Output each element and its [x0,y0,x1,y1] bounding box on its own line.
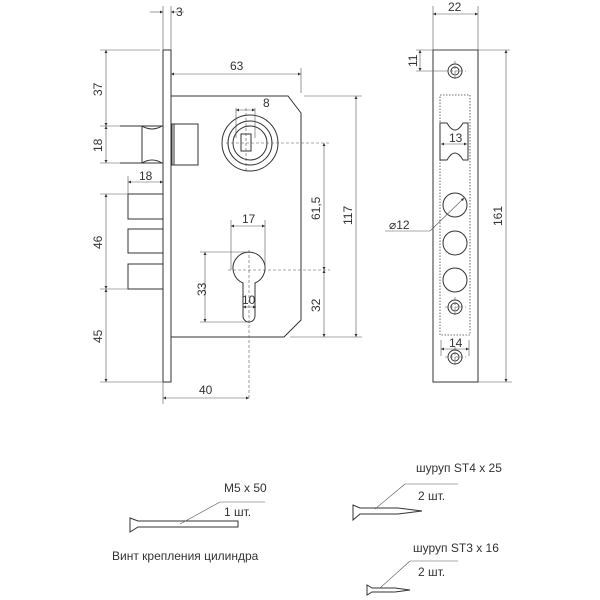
latch-opening [439,122,469,161]
dim-faceplate-thickness: 3 [176,5,183,19]
bolt-hole [442,192,468,218]
dim-backset: 40 [199,383,213,397]
dim-screw-offset: 11 [406,54,420,67]
dim-screw-spacing: 14 [449,336,463,350]
bolt-hole [442,267,468,293]
accessory-qty: 2 шт. [418,489,445,503]
latch-bolt [120,123,199,166]
dim-plate-length: 161 [491,206,505,226]
accessory-screw-st3x16: шуруп ST3 x 16 2 шт. [366,541,499,596]
dim-bolts-span: 46 [91,235,105,249]
dim-hole-diameter: ⌀12 [389,218,410,232]
dim-body-height: 117 [341,206,355,225]
bolt-hole [442,230,468,256]
dim-latch-height: 18 [91,138,105,152]
dim-cylinder-height: 33 [195,282,209,296]
spindle-hub: 8 [221,96,330,172]
screw-hole [445,297,466,317]
dim-cylinder-width: 17 [242,212,256,226]
accessory-name: шуруп ST4 x 25 [416,461,502,475]
accessory-screw-st4x25: шуруп ST4 x 25 2 шт. [352,461,502,522]
accessory-qty: 2 шт. [418,565,445,579]
dim-body-depth: 63 [230,59,244,73]
accessory-cylinder-screw: M5 x 50 1 шт. Винт крепления цилиндра [112,481,267,563]
dim-cylinder-slot: 10 [242,293,256,307]
dim-cylinder-to-bottom: 32 [309,298,323,312]
faceplate [162,49,172,383]
accessory-name: M5 x 50 [224,481,267,495]
deadbolts: 18 [127,169,164,290]
front-view: 3 63 8 [91,5,362,404]
screw-hole [445,347,466,367]
dim-top-to-latch: 37 [91,82,105,96]
lock-body [171,95,302,338]
accessory-name: шуруп ST3 x 16 [413,541,499,555]
accessory-qty: 1 шт. [224,505,251,519]
dim-plate-width: 22 [448,0,462,14]
screw-hole [445,61,466,81]
dim-centre-distance: 61,5 [309,196,323,220]
dim-bottom-to-bolts: 45 [91,329,105,343]
dim-latch-width: 13 [449,131,463,145]
accessory-caption: Винт крепления цилиндра [112,549,259,563]
dim-spindle-square: 8 [263,96,270,110]
dim-bolt-projection: 18 [139,169,153,183]
cylinder-cutout: 17 33 10 [195,212,330,400]
faceplate-view: 22 11 13 ⌀12 14 161 [385,0,512,383]
